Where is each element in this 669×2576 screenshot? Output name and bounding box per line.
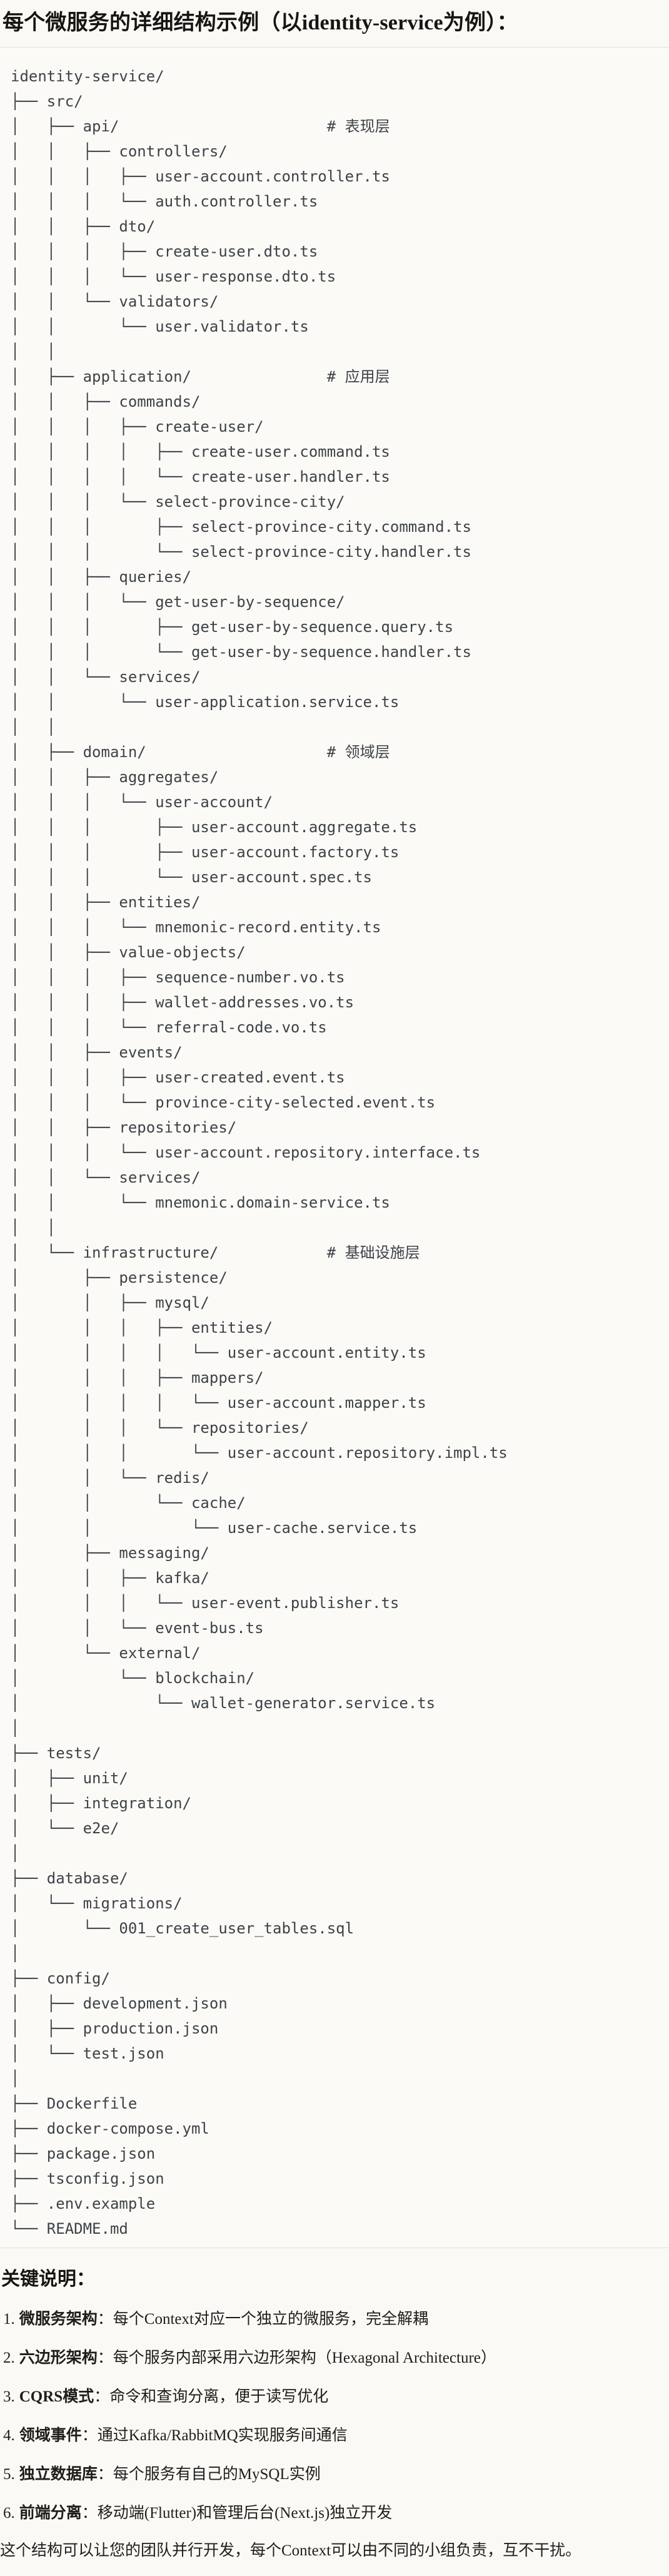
note-number: 3. bbox=[3, 2388, 15, 2405]
page-title: 每个微服务的详细结构示例（以identity-service为例）： bbox=[3, 11, 518, 34]
note-description: 通过Kafka/RabbitMQ实现服务间通信 bbox=[97, 2426, 348, 2444]
note-separator: ： bbox=[97, 2349, 113, 2366]
note-term: 领域事件 bbox=[19, 2426, 82, 2444]
note-number: 1. bbox=[3, 2310, 15, 2328]
note-description: 移动端(Flutter)和管理后台(Next.js)独立开发 bbox=[97, 2504, 393, 2522]
note-term: CQRS模式 bbox=[19, 2388, 94, 2405]
note-separator: ： bbox=[94, 2388, 110, 2405]
note-item: 4.领域事件：通过Kafka/RabbitMQ实现服务间通信 bbox=[0, 2425, 664, 2446]
note-term: 独立数据库 bbox=[19, 2465, 98, 2483]
notes-list: 1.微服务架构：每个Context对应一个独立的微服务，完全解耦 2.六边形架构… bbox=[0, 2309, 669, 2523]
note-term: 微服务架构 bbox=[19, 2310, 98, 2328]
note-number: 4. bbox=[3, 2426, 15, 2444]
note-separator: ： bbox=[97, 2310, 113, 2328]
note-number: 5. bbox=[3, 2465, 15, 2483]
note-separator: ： bbox=[81, 2426, 98, 2444]
note-description: 每个服务有自己的MySQL实例 bbox=[113, 2465, 321, 2483]
note-item: 2.六边形架构：每个服务内部采用六边形架构（Hexagonal Architec… bbox=[0, 2348, 664, 2368]
note-item: 3.CQRS模式：命令和查询分离，便于读写优化 bbox=[0, 2386, 664, 2407]
note-separator: ： bbox=[97, 2465, 113, 2483]
directory-tree: identity-service/ ├── src/ │ ├── api/ # … bbox=[11, 67, 508, 2237]
note-term: 六边形架构 bbox=[19, 2349, 98, 2366]
notes-heading: 关键说明： bbox=[1, 2268, 95, 2289]
note-item: 1.微服务架构：每个Context对应一个独立的微服务，完全解耦 bbox=[0, 2309, 664, 2329]
note-term: 前端分离 bbox=[19, 2504, 82, 2522]
code-block: identity-service/ ├── src/ │ ├── api/ # … bbox=[0, 46, 669, 2248]
note-description: 每个Context对应一个独立的微服务，完全解耦 bbox=[113, 2310, 428, 2328]
note-separator: ： bbox=[81, 2504, 98, 2522]
closing-paragraph: 这个结构可以让您的团队并行开发，每个Context可以由不同的小组负责，互不干扰… bbox=[0, 2542, 581, 2559]
note-item: 5.独立数据库：每个服务有自己的MySQL实例 bbox=[0, 2464, 664, 2485]
note-number: 2. bbox=[3, 2349, 15, 2366]
note-description: 命令和查询分离，便于读写优化 bbox=[109, 2388, 329, 2405]
note-item: 6.前端分离：移动端(Flutter)和管理后台(Next.js)独立开发 bbox=[0, 2503, 664, 2523]
note-number: 6. bbox=[3, 2504, 15, 2522]
note-description: 每个服务内部采用六边形架构（Hexagonal Architecture） bbox=[113, 2349, 496, 2366]
